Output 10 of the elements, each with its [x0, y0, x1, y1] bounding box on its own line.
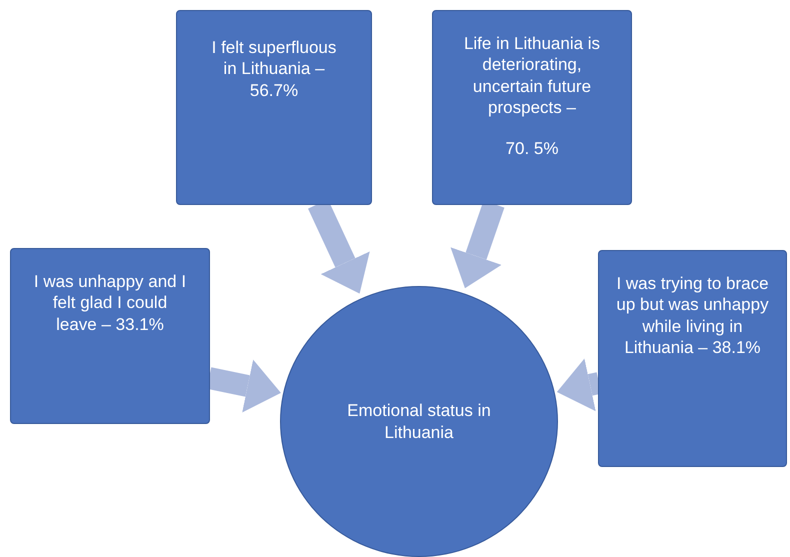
statement-box — [10, 248, 210, 424]
box-text: Emotional status in Lithuania — [346, 400, 492, 443]
statement-box — [432, 10, 632, 205]
box-text: I was trying to brace up but was unhappy while living in Lithuania – 38.1% — [615, 273, 770, 358]
box-text: 70. 5% — [506, 138, 558, 160]
box-text: I felt superfluous in Lithuania – 56.7% — [210, 37, 338, 101]
statement-box — [598, 250, 787, 467]
statement-box — [176, 10, 372, 205]
box-text: Life in Lithuania is deteriorating, uncertain future prospects – — [462, 33, 602, 118]
box-text: I was unhappy and I felt glad I could leave – 33.1% — [33, 271, 187, 335]
